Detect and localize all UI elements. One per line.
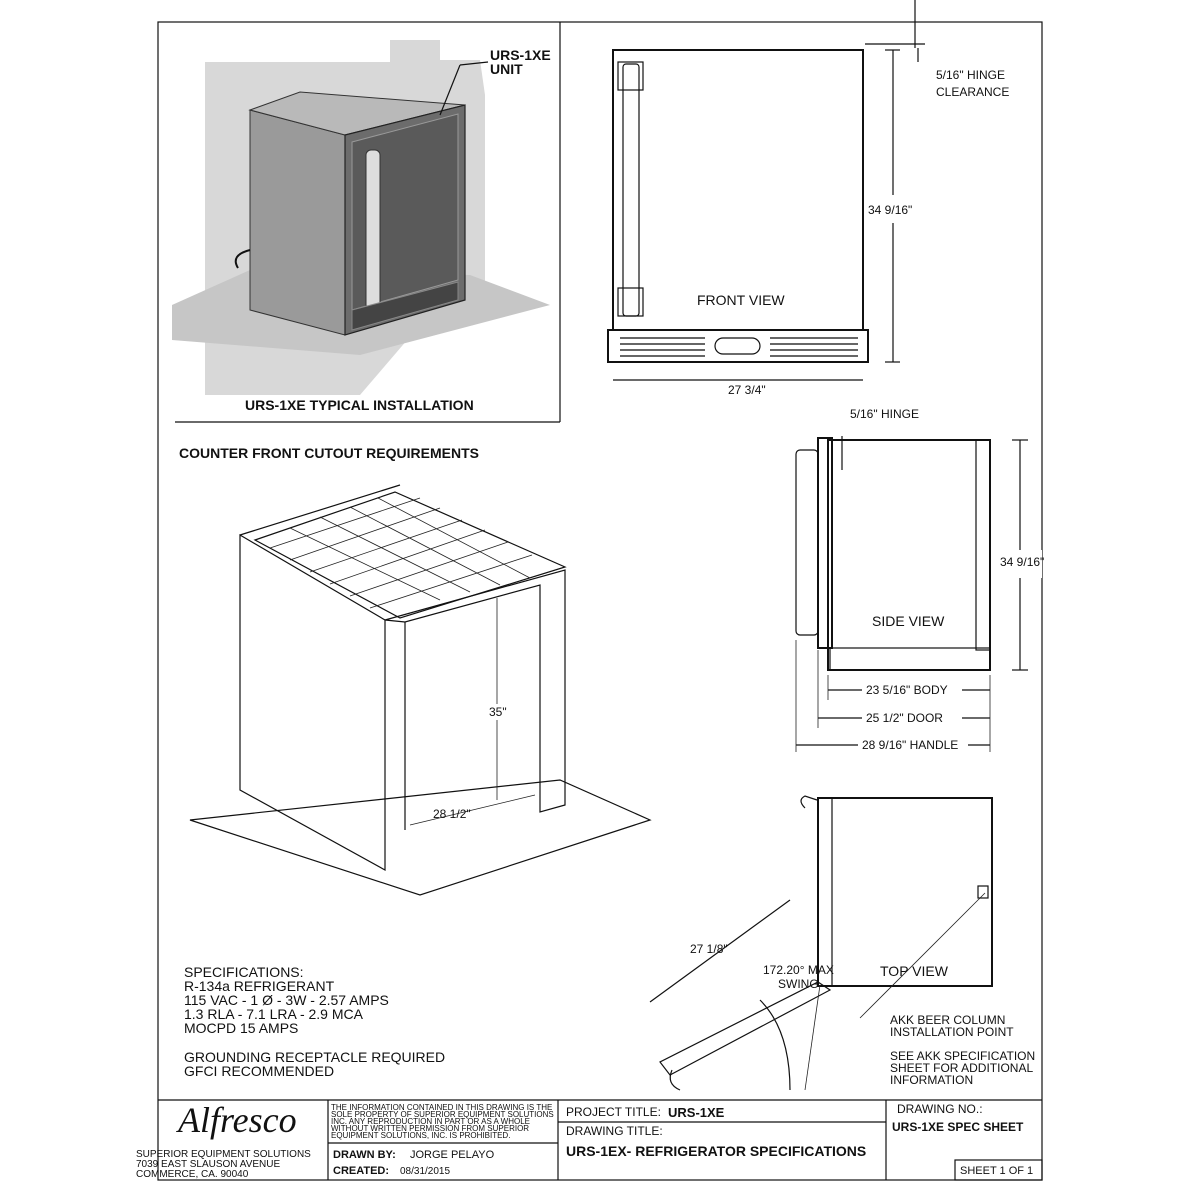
side-height-dim: 34 9/16": [1000, 555, 1044, 569]
disclaimer-line: EQUIPMENT SOLUTIONS, INC. IS PROHIBITED.: [331, 1131, 510, 1140]
disclaimer-line: THE INFORMATION CONTAINED IN THIS DRAWIN…: [331, 1103, 552, 1112]
spec-heading: SPECIFICATIONS:: [184, 964, 304, 980]
disclaimer-line: INC. ANY REPRODUCTION IN PART OR AS A WH…: [331, 1117, 530, 1126]
see-line2: SHEET FOR ADDITIONAL: [890, 1061, 1033, 1075]
door-swing-dim: 27 1/8": [690, 942, 728, 956]
side-hinge-dim: 5/16" HINGE: [850, 407, 919, 421]
side-view-drawing: [795, 436, 1028, 752]
swing-line1: 172.20° MAX: [763, 963, 834, 977]
top-view-drawing: [649, 795, 993, 1091]
company-name: SUPERIOR EQUIPMENT SOLUTIONS: [136, 1149, 311, 1160]
hinge-clearance-dim: 5/16" HINGE: [936, 68, 1005, 82]
sheet-border: [157, 21, 1043, 1181]
drawing-no-value: URS-1XE SPEC SHEET: [892, 1120, 1024, 1134]
see-line1: SEE AKK SPECIFICATION: [890, 1049, 1035, 1063]
cutout-height-dim: 35": [489, 705, 507, 719]
swing-line2: SWING: [778, 977, 819, 991]
handle-dim: 28 9/16" HANDLE: [862, 738, 958, 752]
hinge-clearance-line2: CLEARANCE: [936, 85, 1009, 99]
created-label: CREATED:: [333, 1165, 389, 1177]
cutout-title: COUNTER FRONT CUTOUT REQUIREMENTS: [179, 445, 479, 461]
front-height-dim: 34 9/16": [868, 203, 912, 217]
drawing-no-label: DRAWING NO.:: [897, 1102, 983, 1116]
cutout-width-dim: 28 1/2": [433, 807, 471, 821]
specifications-block: SPECIFICATIONS: R-134a REFRIGERANT 115 V…: [184, 964, 445, 1079]
created-value: 08/31/2015: [400, 1166, 450, 1177]
front-width-dim: 27 3/4": [728, 383, 766, 397]
project-title-label: PROJECT TITLE:: [566, 1105, 661, 1119]
side-view-label: SIDE VIEW: [872, 613, 945, 629]
door-dim: 25 1/2" DOOR: [866, 711, 943, 725]
address-line2: COMMERCE, CA. 90040: [136, 1169, 249, 1180]
spec-note: GFCI RECOMMENDED: [184, 1063, 334, 1079]
unit-label-line2: UNIT: [490, 61, 523, 77]
top-view-label: TOP VIEW: [880, 963, 949, 979]
unit-label-line1: URS-1XE: [490, 47, 551, 63]
spec-line: R-134a REFRIGERANT: [184, 978, 335, 994]
drawn-by-value: JORGE PELAYO: [410, 1149, 495, 1161]
disclaimer-line: SOLE PROPERTY OF SUPERIOR EQUIPMENT SOLU…: [331, 1110, 554, 1119]
front-view-label: FRONT VIEW: [697, 292, 785, 308]
akk-line2: INSTALLATION POINT: [890, 1025, 1014, 1039]
front-view-drawing: [607, 0, 925, 381]
spec-line: 115 VAC - 1 Ø - 3W - 2.57 AMPS: [184, 992, 389, 1008]
installation-caption: URS-1XE TYPICAL INSTALLATION: [245, 397, 474, 413]
akk-line1: AKK BEER COLUMN: [890, 1013, 1005, 1027]
drawing-title-label: DRAWING TITLE:: [566, 1124, 663, 1138]
see-line3: INFORMATION: [890, 1073, 973, 1087]
typical-installation-illustration: [172, 22, 561, 423]
spec-line: 1.3 RLA - 7.1 LRA - 2.9 MCA: [184, 1006, 364, 1022]
project-title-value: URS-1XE: [668, 1105, 725, 1120]
body-dim: 23 5/16" BODY: [866, 683, 948, 697]
drawing-title-value: URS-1EX- REFRIGERATOR SPECIFICATIONS: [566, 1143, 866, 1159]
disclaimer-line: WITHOUT WRITTEN PERMISSION FROM SUPERIOR: [331, 1124, 529, 1133]
address-line1: 7039 EAST SLAUSON AVENUE: [136, 1159, 280, 1170]
drawn-by-label: DRAWN BY:: [333, 1149, 396, 1161]
spec-note: GROUNDING RECEPTACLE REQUIRED: [184, 1049, 445, 1065]
title-block: [158, 1099, 1043, 1181]
alfresco-logo: Alfresco: [176, 1100, 297, 1140]
spec-line: MOCPD 15 AMPS: [184, 1020, 298, 1036]
counter-cutout-illustration: [189, 484, 652, 896]
sheet-number: SHEET 1 OF 1: [960, 1165, 1033, 1177]
